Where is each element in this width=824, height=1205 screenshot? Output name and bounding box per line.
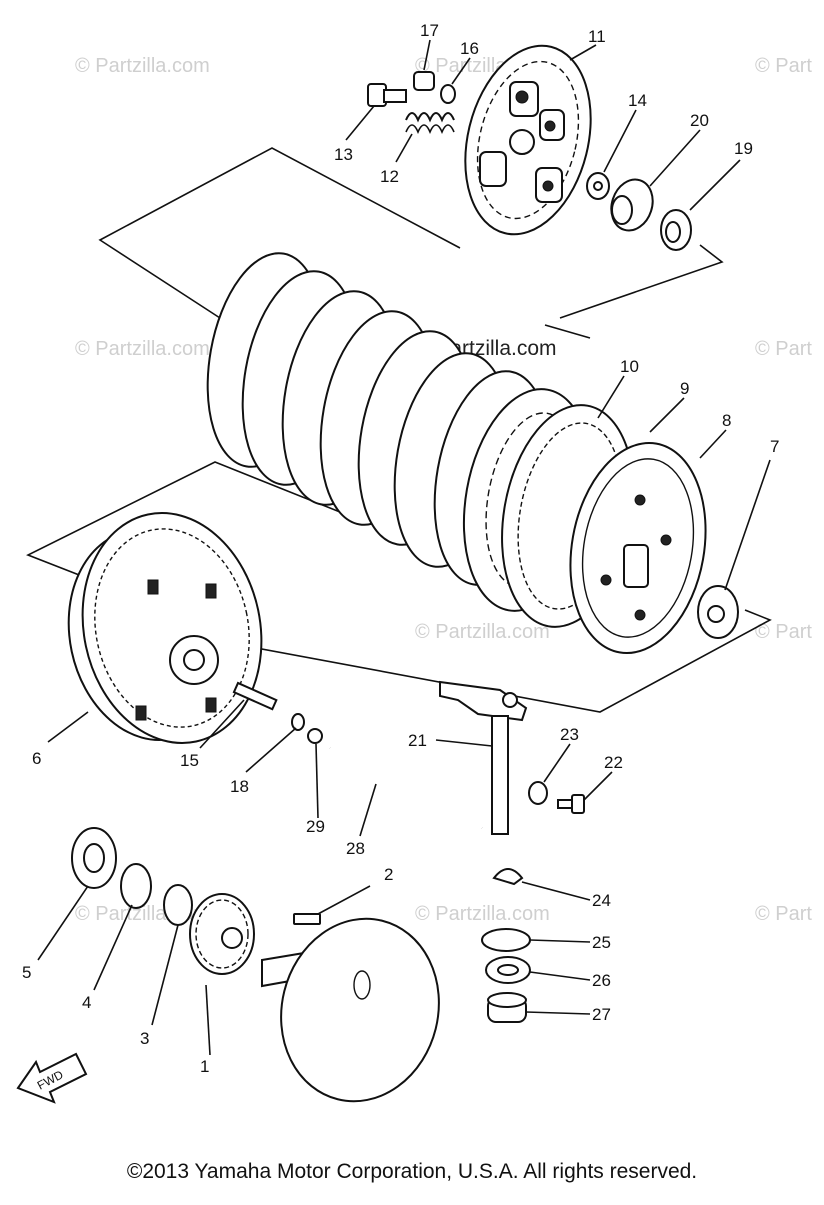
plain-washer <box>528 781 548 805</box>
callout-25: 25 <box>592 933 611 952</box>
clutch-spring <box>405 112 455 135</box>
callout-16: 16 <box>460 39 479 58</box>
callout-4: 4 <box>82 993 91 1012</box>
copyright-notice: ©2013 Yamaha Motor Corporation, U.S.A. A… <box>126 1160 698 1183</box>
callout-7: 7 <box>770 437 779 456</box>
callout-24: 24 <box>592 891 611 910</box>
watermark: © Partzilla.com <box>75 55 210 77</box>
callout-11: 11 <box>588 27 606 46</box>
push-rod-long <box>329 746 483 830</box>
primary-drive-gear <box>189 893 255 975</box>
thrust-washer <box>120 863 152 909</box>
nut <box>413 71 435 91</box>
circlip <box>481 928 531 952</box>
callout-27: 27 <box>592 1005 611 1024</box>
callout-9: 9 <box>680 379 689 398</box>
callout-1: 1 <box>200 1057 209 1076</box>
callout-6: 6 <box>32 749 41 768</box>
callout-17: 17 <box>420 21 439 40</box>
forward-arrow-icon: FWD <box>16 1052 88 1104</box>
watermark: © Part <box>755 903 812 925</box>
spring-clip <box>492 868 524 886</box>
hex-bolt <box>557 794 585 814</box>
callout-13: 13 <box>334 145 353 164</box>
push-lever-axle <box>439 680 528 835</box>
callout-20: 20 <box>690 111 709 130</box>
watermark: © Part <box>755 621 812 643</box>
assembly-frame-lower <box>26 461 772 713</box>
leader-lines <box>37 39 771 1056</box>
circlip-small <box>163 884 193 926</box>
watermark: © Part <box>755 55 812 77</box>
callout-5: 5 <box>22 963 31 982</box>
push-rod-short <box>232 681 278 711</box>
callout-10: 10 <box>620 357 639 376</box>
clutch-housing <box>67 512 263 744</box>
washer <box>440 84 456 104</box>
bolt <box>367 83 407 107</box>
clutch-boss <box>569 441 707 655</box>
spacer <box>71 827 117 889</box>
watermark: © Partzilla.com <box>75 338 210 360</box>
assembly-frame-upper <box>98 147 724 339</box>
callout-28: 28 <box>346 839 365 858</box>
bushing <box>487 992 527 1023</box>
callout-8: 8 <box>722 411 731 430</box>
callouts: 1 2 3 4 5 6 7 8 9 10 11 12 13 14 15 16 1… <box>22 21 779 1076</box>
callout-14: 14 <box>628 91 647 110</box>
lock-washer <box>660 209 692 251</box>
pressure-plate <box>464 44 592 236</box>
callout-19: 19 <box>734 139 753 158</box>
callout-18: 18 <box>230 777 249 796</box>
oil-seal <box>485 956 531 984</box>
callout-3: 3 <box>140 1029 149 1048</box>
claw-washer <box>697 585 739 639</box>
push-plate-nut <box>586 172 610 200</box>
ball <box>307 728 323 744</box>
o-ring <box>291 713 305 731</box>
watermark: © Partzilla.com <box>415 621 550 643</box>
callout-23: 23 <box>560 725 579 744</box>
callout-12: 12 <box>380 167 399 186</box>
callout-29: 29 <box>306 817 325 836</box>
bearing <box>610 178 654 232</box>
callout-22: 22 <box>604 753 623 772</box>
crankshaft-flywheel <box>261 917 440 1103</box>
callout-2: 2 <box>384 865 393 884</box>
straight-key <box>293 913 321 925</box>
watermark: © Partzilla.com <box>415 903 550 925</box>
watermark: © Part <box>755 338 812 360</box>
callout-15: 15 <box>180 751 199 770</box>
callout-26: 26 <box>592 971 611 990</box>
callout-21: 21 <box>408 731 427 750</box>
